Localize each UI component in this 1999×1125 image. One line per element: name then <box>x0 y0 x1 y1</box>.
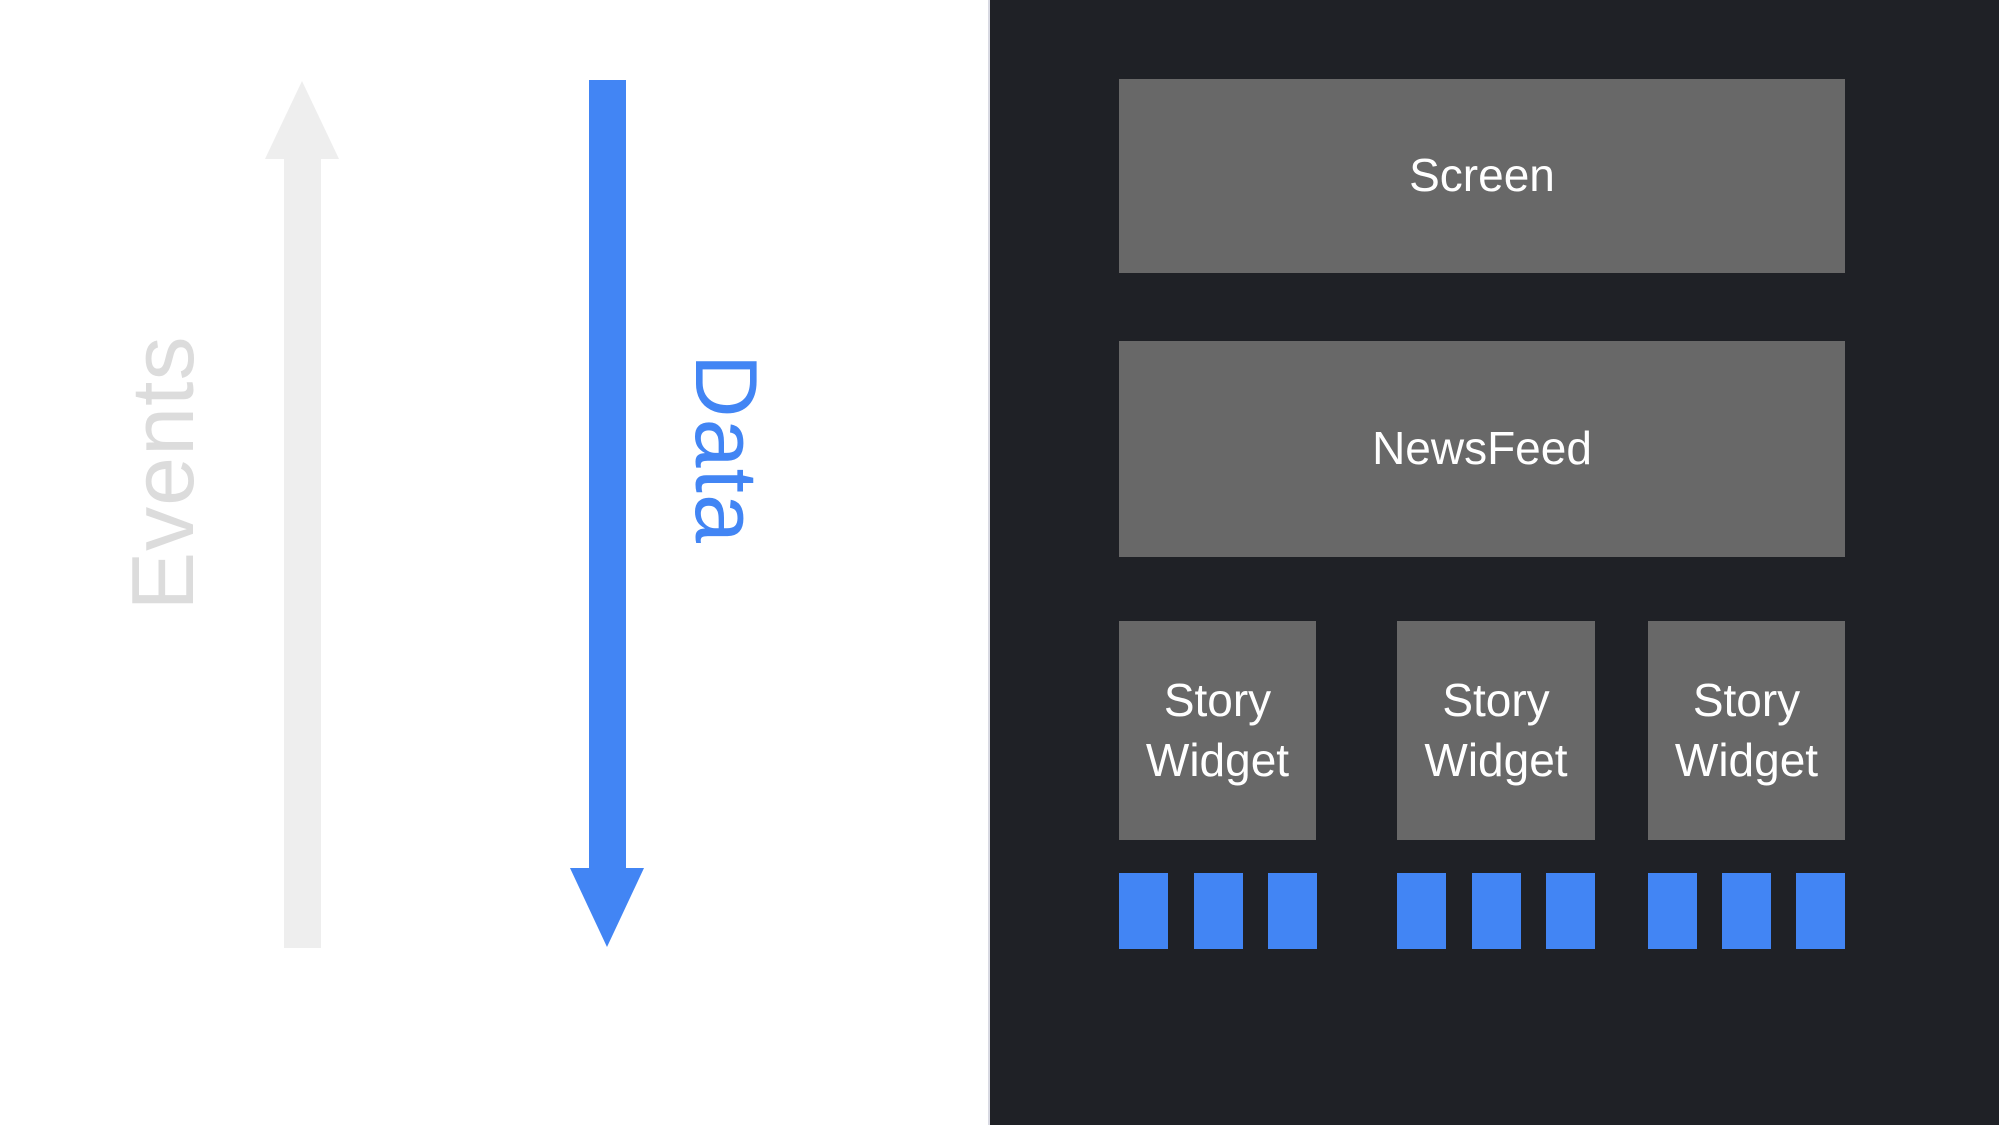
screen-box-label: Screen <box>1409 149 1555 202</box>
story-widget-label: Story Widget <box>1145 673 1290 786</box>
widget-tree-panel: Screen NewsFeed Story Widget Story Widge… <box>990 0 1999 1125</box>
data-block <box>1796 873 1845 949</box>
events-arrow-shaft <box>284 155 321 948</box>
events-label: Events <box>113 335 212 611</box>
newsfeed-box-label: NewsFeed <box>1372 422 1592 475</box>
data-block <box>1268 873 1317 949</box>
data-block <box>1119 873 1168 949</box>
left-panel: Events Data <box>0 0 990 1125</box>
data-blocks-group <box>1648 873 1845 949</box>
data-block <box>1471 873 1521 949</box>
data-block <box>1722 873 1771 949</box>
data-blocks-group <box>1397 873 1595 949</box>
panel-edge-divider <box>988 0 990 1125</box>
data-label: Data <box>677 354 776 544</box>
data-arrow-shaft <box>589 80 626 868</box>
data-block <box>1397 873 1446 949</box>
data-block <box>1193 873 1243 949</box>
screen-box: Screen <box>1119 79 1845 273</box>
newsfeed-box: NewsFeed <box>1119 341 1845 557</box>
story-widget-label: Story Widget <box>1674 673 1819 786</box>
events-arrow-up-icon <box>265 81 339 159</box>
story-widget-label: Story Widget <box>1424 673 1568 786</box>
data-block <box>1648 873 1697 949</box>
story-widget-box: Story Widget <box>1648 621 1845 840</box>
data-blocks-group <box>1119 873 1317 949</box>
data-arrow-down-icon <box>570 868 644 947</box>
story-widget-box: Story Widget <box>1397 621 1595 840</box>
data-block <box>1546 873 1595 949</box>
story-widget-box: Story Widget <box>1119 621 1316 840</box>
